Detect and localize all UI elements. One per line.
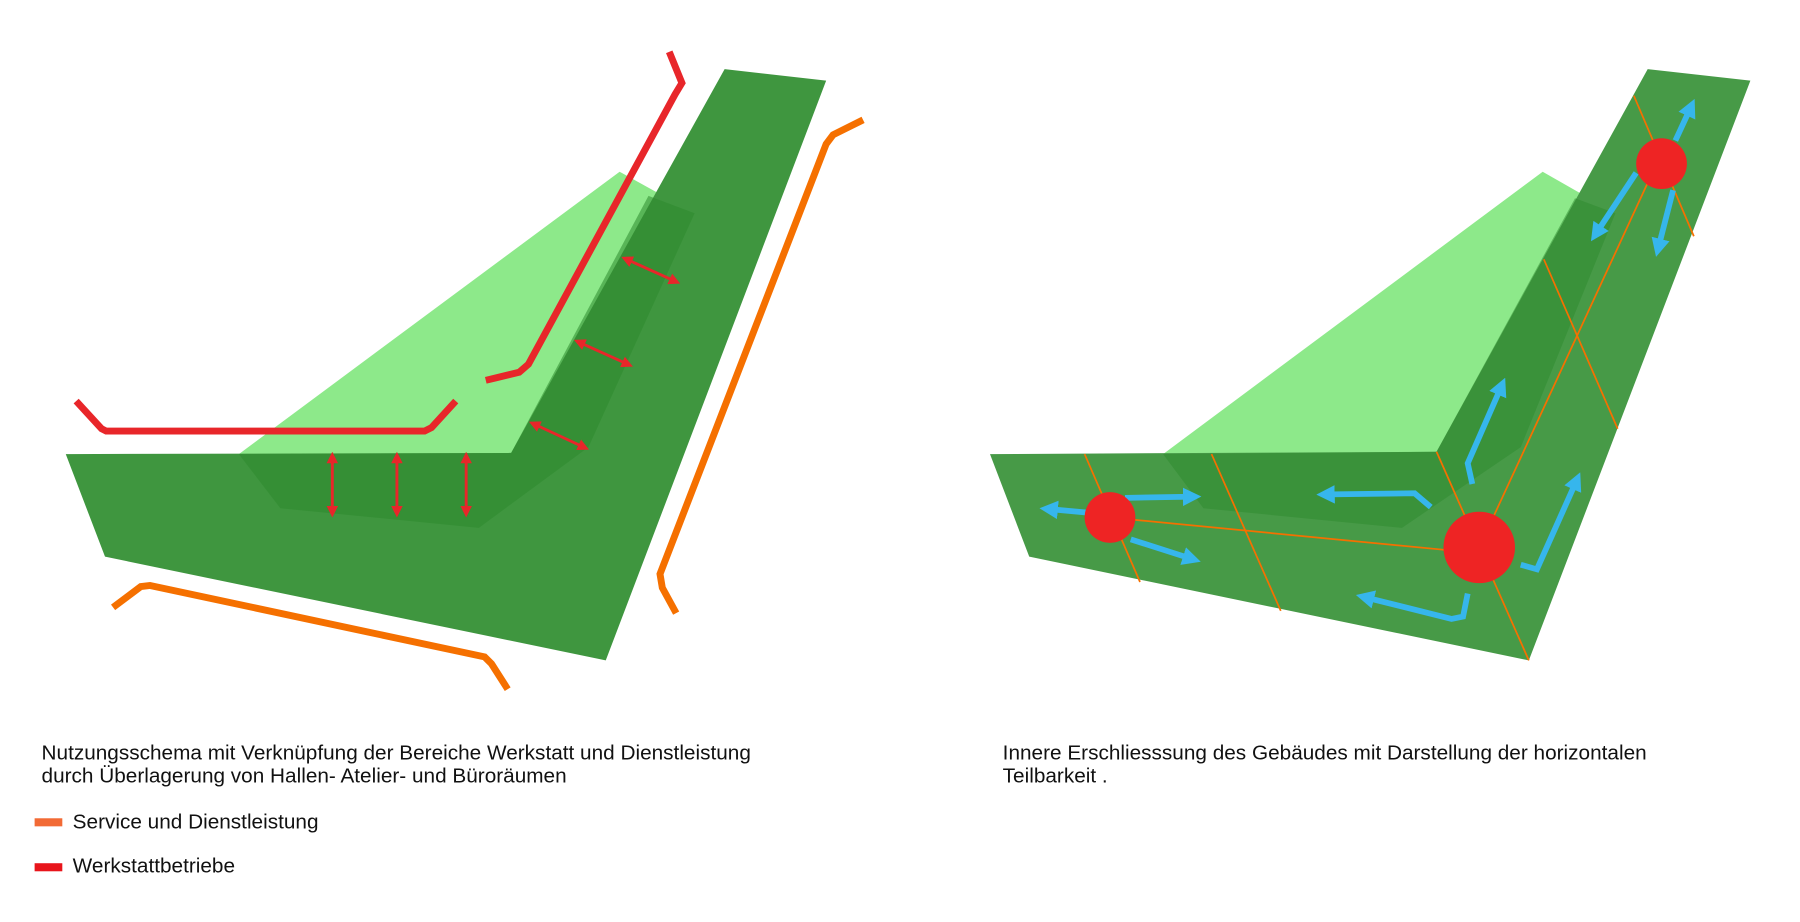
overlap-zone bbox=[1163, 198, 1616, 528]
arrow-icon bbox=[1129, 536, 1201, 565]
legend-label-service: Service und Dienstleistung bbox=[73, 811, 319, 834]
arrow-icon bbox=[1039, 500, 1091, 520]
left-caption-line1: Nutzungsschema mit Verknüpfung der Berei… bbox=[42, 742, 751, 765]
arrow-icon bbox=[1672, 98, 1696, 142]
legend-swatch-service bbox=[34, 818, 63, 827]
arrow-icon bbox=[1316, 485, 1433, 510]
circulation-node bbox=[1636, 138, 1687, 190]
double-arrow-icon bbox=[573, 339, 633, 368]
legend: Service und Dienstleistung Werkstattbetr… bbox=[34, 811, 319, 877]
l-shaped-building bbox=[65, 69, 827, 661]
legend-label-workshop: Werkstattbetriebe bbox=[73, 854, 235, 877]
circulation-node bbox=[1084, 492, 1136, 543]
arrow-icon bbox=[1124, 487, 1202, 507]
circulation-arrows bbox=[1039, 98, 1696, 622]
connection-arrows bbox=[326, 256, 681, 518]
arrow-icon bbox=[1355, 590, 1471, 622]
right-caption-line2: Teilbarkeit . bbox=[1003, 765, 1108, 788]
legend-swatch-workshop bbox=[34, 863, 63, 872]
service-route-line bbox=[656, 116, 865, 615]
service-route-line bbox=[111, 581, 511, 692]
right-circulation-diagram bbox=[990, 69, 1751, 661]
left-caption-line2: durch Überlagerung von Hallen- Atelier- … bbox=[42, 765, 567, 788]
workshop-route-line bbox=[484, 50, 686, 384]
workshop-route-line bbox=[73, 398, 459, 435]
arrow-icon bbox=[1519, 472, 1582, 573]
circulation-node bbox=[1443, 511, 1515, 584]
right-caption-line1: Innere Erschliesssung des Gebäudes mit D… bbox=[1003, 742, 1647, 765]
left-usage-diagram bbox=[65, 50, 865, 692]
double-arrow-icon bbox=[621, 256, 681, 285]
arrow-icon bbox=[1590, 171, 1639, 242]
arrow-icon bbox=[1464, 377, 1507, 485]
arrow-icon bbox=[1651, 189, 1676, 257]
double-arrow-icon bbox=[528, 421, 590, 450]
